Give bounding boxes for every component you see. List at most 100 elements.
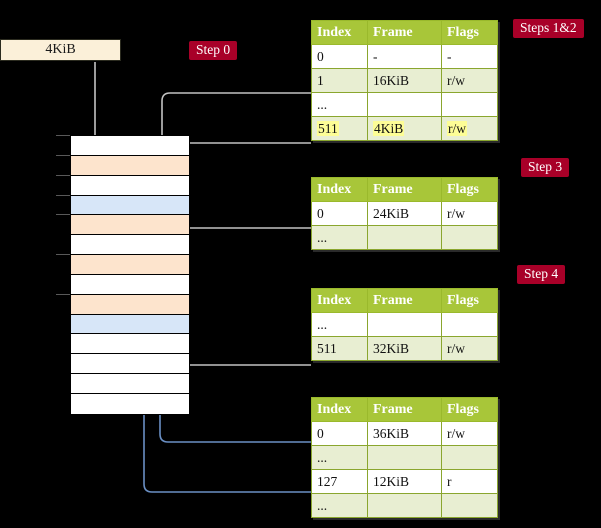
cell-frame: 24KiB: [367, 201, 442, 226]
memory-scale-tick: [56, 214, 70, 216]
wire-step2-table0-511-to-memory: [177, 142, 311, 248]
column-header-index: Index: [311, 20, 368, 45]
memory-scale-tick: [56, 194, 70, 196]
column-header-flags: Flags: [441, 177, 498, 202]
memory-frame-row: [71, 374, 189, 394]
column-header-index: Index: [311, 397, 368, 422]
cell-index: 511: [311, 116, 368, 141]
memory-frame-row: [71, 235, 189, 256]
memory-frame-row: [71, 195, 189, 216]
table-header-row: Index Frame Flags: [311, 397, 498, 422]
cell-flags: r: [441, 469, 498, 494]
memory-frame-row: [71, 393, 189, 414]
table-header-row: Index Frame Flags: [311, 20, 498, 45]
table-header-row: Index Frame Flags: [311, 177, 498, 202]
cell-frame: 12KiB: [367, 469, 442, 494]
memory-frame-row: [71, 175, 189, 196]
highlighted-value: 4KiB: [373, 120, 405, 136]
table-row: ...: [311, 493, 498, 518]
cell-frame: -: [367, 44, 442, 69]
column-header-frame: Frame: [367, 288, 442, 313]
memory-frame-row: [71, 155, 189, 176]
cell-frame: 32KiB: [367, 336, 442, 361]
cell-index: 0: [311, 421, 368, 446]
memory-scale-tick: [56, 154, 70, 156]
memory-frame-row: [71, 215, 189, 236]
cell-flags: r/w: [441, 336, 498, 361]
column-header-frame: Frame: [367, 397, 442, 422]
cell-flags: r/w: [441, 68, 498, 93]
column-header-index: Index: [311, 177, 368, 202]
memory-scale-tick: [56, 135, 70, 136]
cell-flags: r/w: [441, 201, 498, 226]
cell-index: ...: [311, 445, 368, 470]
table-header-row: Index Frame Flags: [311, 288, 498, 313]
table-row: ...: [311, 312, 498, 337]
cell-frame: [367, 225, 442, 250]
memory-frame-row: [71, 334, 189, 355]
memory-frame-row: [71, 354, 189, 375]
cell-frame: 16KiB: [367, 68, 442, 93]
cell-flags: [441, 225, 498, 250]
step-label-step-4: Step 4: [517, 265, 566, 284]
memory-frame-row: [71, 314, 189, 335]
column-header-index: Index: [311, 288, 368, 313]
cell-flags: r/w: [441, 421, 498, 446]
cell-frame: [367, 445, 442, 470]
cell-frame: [367, 312, 442, 337]
cell-index: ...: [311, 225, 368, 250]
step-label-step-3: Step 3: [521, 158, 570, 177]
cell-flags: [441, 312, 498, 337]
table-row: ...: [311, 225, 498, 250]
cell-flags: [441, 445, 498, 470]
cell-flags: r/w: [441, 116, 498, 141]
table-row: 0--: [311, 44, 498, 69]
column-header-frame: Frame: [367, 20, 442, 45]
cell-flags: [441, 92, 498, 117]
step-label-steps-1-2: Steps 1&2: [513, 19, 584, 38]
cell-index: ...: [311, 493, 368, 518]
highlighted-value: r/w: [447, 120, 467, 136]
cell-frame: 36KiB: [367, 421, 442, 446]
cell-index: 1: [311, 68, 368, 93]
memory-scale-tick: [56, 254, 70, 256]
table-row: 511 4KiB r/w: [311, 116, 498, 141]
cell-frame: [367, 493, 442, 518]
column-header-flags: Flags: [441, 397, 498, 422]
cell-frame: 4KiB: [367, 116, 442, 141]
cell-index: 0: [311, 201, 368, 226]
step-label-step-0: Step 0: [189, 41, 238, 60]
memory-frame-row: [71, 294, 189, 315]
wire-step3-table1-to-memory: [177, 227, 311, 300]
memory-frame-row: [71, 136, 189, 156]
cell-index: 127: [311, 469, 368, 494]
cell-index: 0: [311, 44, 368, 69]
memory-frame-row: [71, 255, 189, 275]
physical-memory-column: [70, 135, 190, 415]
wire-step4-table2-to-memory: [172, 259, 311, 366]
column-header-flags: Flags: [441, 20, 498, 45]
source-frame-box: 4KiB: [0, 39, 121, 61]
memory-scale-tick: [56, 174, 70, 176]
column-header-flags: Flags: [441, 288, 498, 313]
cell-flags: [441, 493, 498, 518]
cell-frame: [367, 92, 442, 117]
memory-frame-row: [71, 274, 189, 295]
cell-flags: -: [441, 44, 498, 69]
highlighted-value: 511: [317, 120, 339, 136]
cell-index: 511: [311, 336, 368, 361]
table-row: ...: [311, 445, 498, 470]
memory-scale-tick: [56, 293, 70, 295]
table-row: ...: [311, 92, 498, 117]
column-header-frame: Frame: [367, 177, 442, 202]
